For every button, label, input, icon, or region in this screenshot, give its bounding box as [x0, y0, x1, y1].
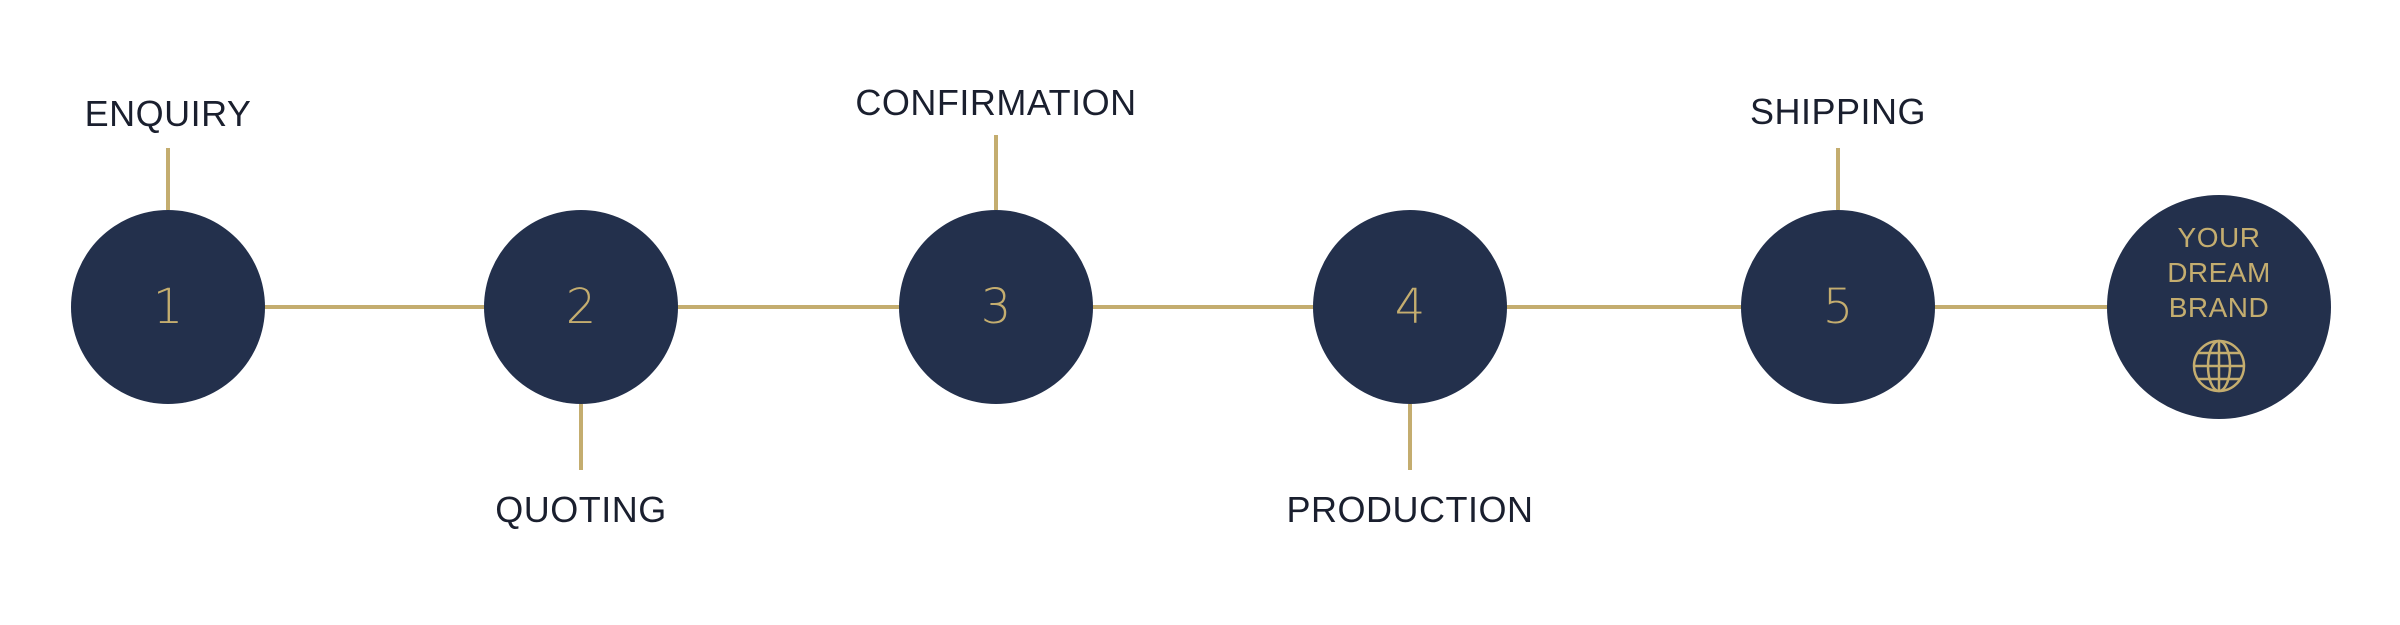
brand-node: YOUR DREAM BRAND	[2107, 195, 2331, 419]
step-5: 5 SHIPPING	[1741, 91, 1935, 404]
brand-line-2: DREAM	[2167, 257, 2271, 288]
brand-circle	[2107, 195, 2331, 419]
step-3-circle	[899, 210, 1093, 404]
step-2: 2 QUOTING	[484, 210, 678, 530]
step-4-number: 4	[1395, 279, 1426, 335]
step-3-number: 3	[981, 279, 1012, 335]
brand-line-1: YOUR	[2178, 222, 2261, 253]
globe-icon	[2192, 339, 2246, 393]
brand-line-3: BRAND	[2169, 292, 2270, 323]
step-4-label: PRODUCTION	[1287, 489, 1534, 530]
step-1: 1 ENQUIRY	[71, 93, 265, 404]
step-4: 4 PRODUCTION	[1287, 210, 1534, 530]
step-2-number: 2	[566, 279, 597, 335]
step-2-label: QUOTING	[495, 489, 667, 530]
step-5-label: SHIPPING	[1750, 91, 1926, 132]
step-3: 3 CONFIRMATION	[855, 82, 1136, 404]
step-4-circle	[1313, 210, 1507, 404]
step-1-label: ENQUIRY	[85, 93, 252, 134]
step-1-number: 1	[153, 279, 184, 335]
step-5-circle	[1741, 210, 1935, 404]
step-1-circle	[71, 210, 265, 404]
step-5-number: 5	[1823, 279, 1854, 335]
step-3-label: CONFIRMATION	[855, 82, 1136, 123]
step-2-circle	[484, 210, 678, 404]
